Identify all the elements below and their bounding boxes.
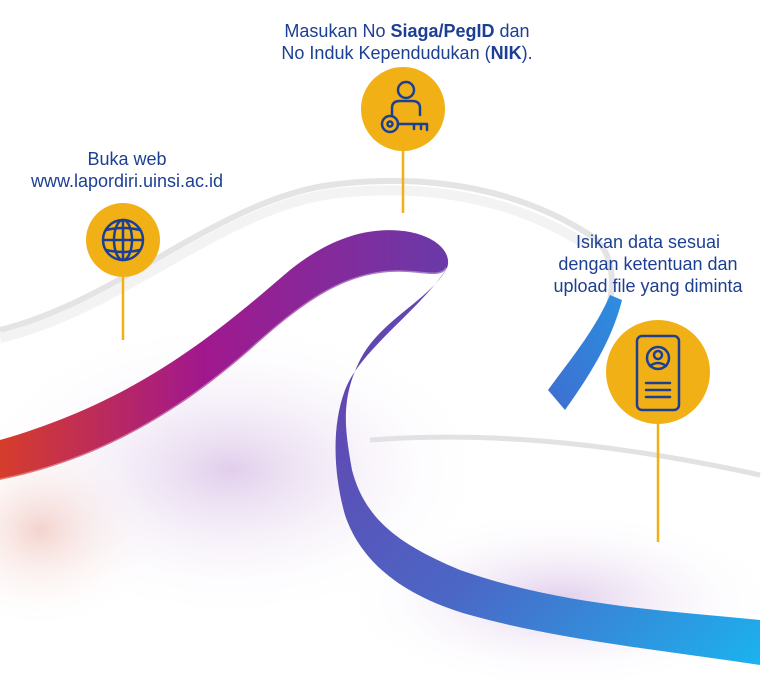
step-1-label: Buka web www.lapordiri.uinsi.ac.id xyxy=(0,148,254,192)
step-pin-2 xyxy=(361,67,445,213)
step-3-line-1: Isikan data sesuai xyxy=(575,232,721,252)
step-2-line-2-bold: NIK xyxy=(490,43,522,63)
step-2-line-2-prefix: No Induk Kependudukan ( xyxy=(281,43,491,63)
step-2-line-1-suffix: dan xyxy=(494,21,530,41)
step-2-line-1: Masukan No Siaga/PegID dan xyxy=(248,20,566,42)
pin-circle-3 xyxy=(606,320,710,424)
step-2-line-1-bold: Siaga/PegID xyxy=(390,21,495,41)
step-2-line-2-suffix: ). xyxy=(521,43,533,63)
step-2-line-1-prefix: Masukan No xyxy=(284,21,391,41)
road-ribbon-1 xyxy=(0,230,449,480)
pin-circle-2 xyxy=(361,67,445,151)
step-pin-1 xyxy=(86,203,160,340)
globe-icon xyxy=(101,218,145,262)
step-2-label: Masukan No Siaga/PegID dan No Induk Kepe… xyxy=(248,20,566,64)
person-key-icon xyxy=(380,80,429,134)
step-3-line-2: dengan ketentuan dan xyxy=(558,254,738,274)
road-shadow-red xyxy=(0,430,160,630)
road-ribbon-1-highlight xyxy=(0,267,449,482)
id-card-icon xyxy=(635,334,681,412)
step-3-label: Isikan data sesuai dengan ketentuan dan … xyxy=(532,231,764,297)
step-3-line-3: upload file yang diminta xyxy=(553,276,743,296)
road-ribbon-2 xyxy=(335,268,760,665)
step-1-line-1: Buka web xyxy=(87,149,167,169)
road-ribbon-3 xyxy=(548,295,622,410)
step-pin-3 xyxy=(606,320,710,542)
road-edge-back-soft xyxy=(0,185,588,343)
step-2-line-2: No Induk Kependudukan (NIK). xyxy=(248,42,566,64)
road-edge-right xyxy=(369,434,761,478)
step-1-line-2: www.lapordiri.uinsi.ac.id xyxy=(30,171,224,191)
